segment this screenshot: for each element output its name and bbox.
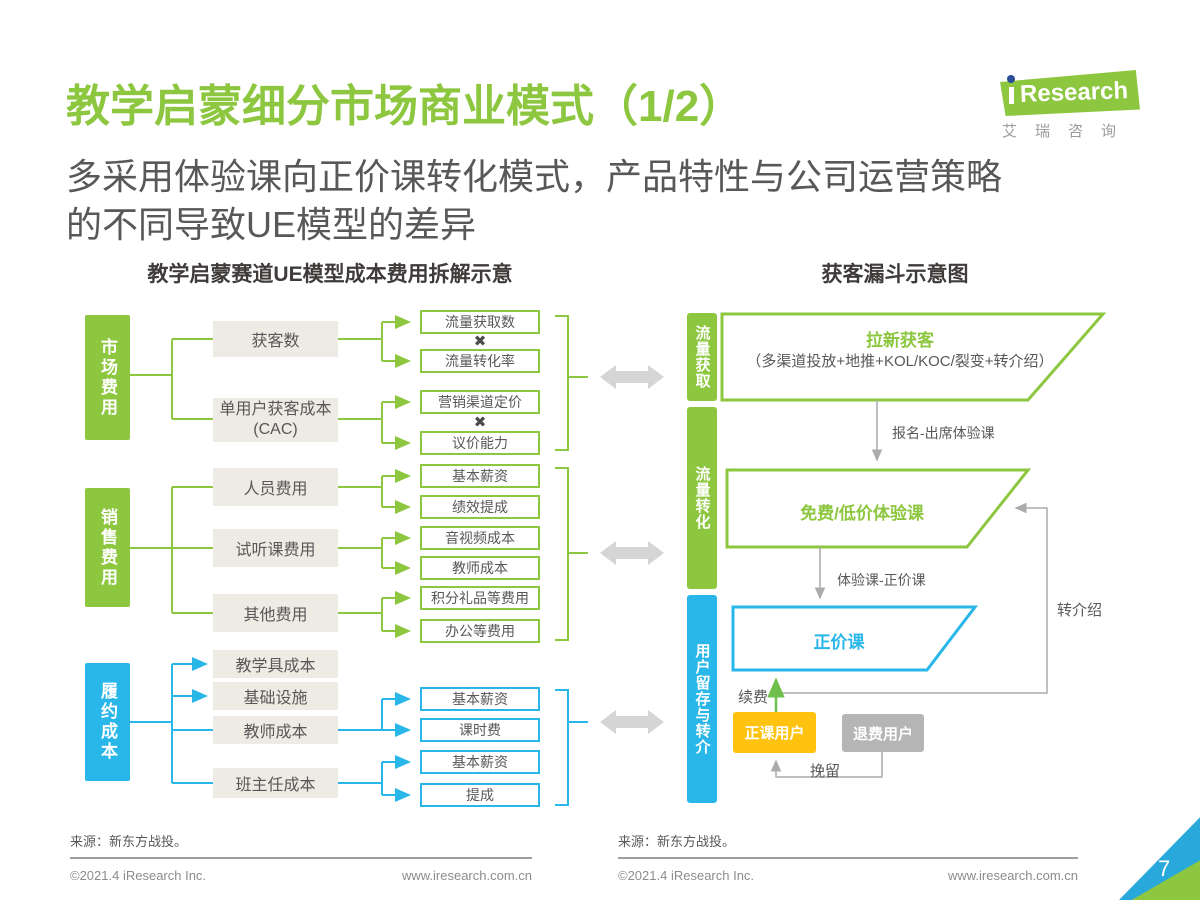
footer-divider-left bbox=[70, 857, 532, 859]
ue-connectors-fulfillment bbox=[130, 657, 588, 806]
stage-bar-traffic-acquisition: 流量获取 bbox=[687, 313, 717, 401]
category-box-fulfillment: 履约成本 bbox=[85, 663, 130, 781]
page-subtitle-line2: 的不同导致UE模型的差异 bbox=[66, 204, 477, 245]
website-right: www.iresearch.com.cn bbox=[947, 868, 1078, 883]
trap1-title: 拉新获客 bbox=[866, 331, 934, 350]
label-signup-attend-trial: 报名-出席体验课 bbox=[892, 425, 995, 441]
mid-box-infrastructure: 基础设施 bbox=[213, 682, 338, 710]
trap2-title: 免费/低价体验课 bbox=[800, 504, 924, 523]
mid-box-teaching-aids: 教学具成本 bbox=[213, 650, 338, 678]
leaf-box-points-gifts: 积分礼品等费用 bbox=[420, 586, 540, 610]
leaf-box-performance-bonus: 绩效提成 bbox=[420, 495, 540, 519]
logo-i-stem bbox=[1009, 87, 1014, 104]
mid-box-cac-line2: (CAC) bbox=[253, 421, 298, 438]
ue-connectors-market bbox=[130, 315, 588, 451]
leaf-box-base-salary-2: 基本薪资 bbox=[420, 687, 540, 711]
logo-i-dot bbox=[1007, 75, 1015, 83]
mid-box-acquired-users: 获客数 bbox=[213, 321, 338, 357]
leaf-box-conversion-rate: 流量转化率 bbox=[420, 349, 540, 373]
group-bracket-market bbox=[555, 315, 588, 451]
mid-box-class-teacher-cost: 班主任成本 bbox=[213, 768, 338, 798]
funnel-diagram-title: 获客漏斗示意图 bbox=[821, 263, 969, 286]
funnel-trapezoid-paid bbox=[731, 605, 979, 672]
footer-divider-right bbox=[618, 857, 1078, 859]
stage-bar-retention-referral: 用户留存与转介 bbox=[687, 595, 717, 803]
source-note-left: 来源：新东方战投。 bbox=[70, 834, 188, 849]
category-box-market: 市场费用 bbox=[85, 315, 130, 440]
label-referral: 转介绍 bbox=[1057, 602, 1103, 619]
leaf-box-commission: 提成 bbox=[420, 783, 540, 807]
ue-connectors-sales bbox=[130, 467, 588, 641]
funnel-trapezoid-acquisition bbox=[720, 312, 1107, 402]
group-bracket-sales bbox=[555, 467, 588, 641]
group-bracket-fulfillment bbox=[555, 689, 588, 806]
funnel-trapezoid-trial bbox=[725, 468, 1032, 549]
funnel-connectors bbox=[770, 400, 1048, 778]
corner-decoration bbox=[1110, 810, 1200, 900]
copyright-right: ©2021.4 iResearch Inc. bbox=[618, 868, 755, 883]
double-arrow-icons bbox=[600, 365, 664, 734]
stage-bar-traffic-conversion: 流量转化 bbox=[687, 407, 717, 589]
referral-line bbox=[781, 502, 1048, 694]
refund-user-box: 退费用户 bbox=[842, 714, 924, 752]
trap3-title: 正价课 bbox=[813, 633, 865, 652]
mid-box-cac-line1: 单用户获客成本 bbox=[219, 401, 332, 418]
logo-caption: 艾瑞咨询 bbox=[1002, 123, 1135, 140]
mid-box-other: 其他费用 bbox=[213, 594, 338, 632]
leaf-box-base-salary-1: 基本薪资 bbox=[420, 464, 540, 488]
paid-user-box: 正课用户 bbox=[733, 712, 816, 753]
retain-line bbox=[770, 752, 883, 778]
logo-brand-text: Research bbox=[1019, 77, 1129, 108]
mid-box-trial-course: 试听课费用 bbox=[213, 529, 338, 567]
leaf-box-base-salary-3: 基本薪资 bbox=[420, 750, 540, 774]
leaf-box-bargaining-power: 议价能力 bbox=[420, 431, 540, 455]
leaf-box-traffic-volume: 流量获取数 bbox=[420, 310, 540, 334]
iresearch-logo: Research 艾瑞咨询 bbox=[995, 62, 1145, 142]
leaf-box-office-expense: 办公等费用 bbox=[420, 619, 540, 643]
copyright-left: ©2021.4 iResearch Inc. bbox=[70, 868, 207, 883]
ue-diagram-title: 教学启蒙赛道UE模型成本费用拆解示意 bbox=[147, 263, 513, 286]
label-retain: 挽留 bbox=[810, 763, 841, 780]
leaf-box-channel-pricing: 营销渠道定价 bbox=[420, 390, 540, 414]
label-trial-to-paid: 体验课-正价课 bbox=[837, 572, 926, 588]
leaf-box-teacher-cost: 教师成本 bbox=[420, 556, 540, 580]
trap1-subtitle: （多渠道投放+地推+KOL/KOC/裂变+转介绍） bbox=[746, 353, 1054, 370]
multiply-icon: ✖ bbox=[473, 414, 487, 431]
double-arrow-icon bbox=[600, 541, 664, 565]
double-arrow-icon bbox=[600, 710, 664, 734]
double-arrow-icon bbox=[600, 365, 664, 389]
page-subtitle-line1: 多采用体验课向正价课转化模式，产品特性与公司运营策略 bbox=[66, 156, 1003, 197]
mid-box-teacher-cost: 教师成本 bbox=[213, 716, 338, 744]
multiply-icon: ✖ bbox=[473, 333, 487, 350]
page-title: 教学启蒙细分市场商业模式（1/2） bbox=[66, 82, 744, 131]
category-box-sales: 销售费用 bbox=[85, 488, 130, 607]
leaf-box-av-cost: 音视频成本 bbox=[420, 526, 540, 550]
website-left: www.iresearch.com.cn bbox=[401, 868, 532, 883]
page-number: 7 bbox=[1158, 856, 1171, 881]
leaf-box-hourly-fee: 课时费 bbox=[420, 718, 540, 742]
mid-box-personnel: 人员费用 bbox=[213, 468, 338, 506]
mid-box-cac: 单用户获客成本 (CAC) bbox=[213, 398, 338, 442]
source-note-right: 来源：新东方战投。 bbox=[618, 834, 736, 849]
label-renew: 续费 bbox=[738, 689, 769, 706]
